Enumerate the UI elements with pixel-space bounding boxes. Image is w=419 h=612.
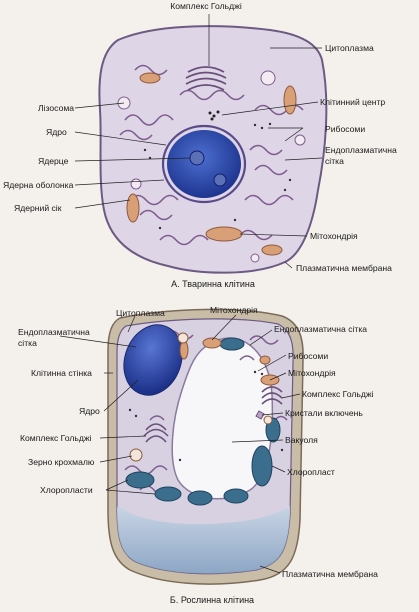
- nucleus-body: [167, 130, 241, 198]
- plant-golgi-left: [143, 423, 169, 443]
- chloroplast: [125, 471, 155, 489]
- animal-label-plasma-membrane: Плазматична мембрана: [296, 263, 392, 273]
- plant-cell: [107, 308, 304, 585]
- lysosome: [260, 70, 276, 86]
- chloroplast: [251, 445, 273, 487]
- animal-ribosomes: [143, 122, 292, 230]
- chloroplast: [219, 337, 245, 351]
- animal-label-er-line2: сітка: [325, 156, 344, 166]
- mitochondrion: [283, 85, 297, 115]
- mitochondrion: [202, 337, 222, 349]
- plant-ribosomes: [128, 370, 284, 462]
- animal-leader-lines: [74, 14, 323, 269]
- starch-grain: [263, 415, 273, 425]
- plant-label-er-left-line1: Ендоплазматична: [18, 327, 90, 337]
- plant-label-plasma-membrane: Плазматична мембрана: [282, 569, 378, 579]
- lysosome: [130, 178, 142, 190]
- mitochondrion: [179, 340, 189, 360]
- plant-nucleus: [123, 324, 183, 396]
- animal-label-cytoplasm: Цитоплазма: [325, 43, 374, 53]
- plant-golgi-right: [261, 386, 283, 405]
- animal-endoplasmic-reticulum: [119, 64, 304, 246]
- animal-label-nuclear-envelope: Ядерна оболонка: [3, 180, 74, 190]
- plant-label-vacuole: Вакуоля: [285, 435, 318, 445]
- nucleolus: [189, 150, 205, 166]
- plant-label-nucleus: Ядро: [79, 406, 100, 416]
- plant-label-golgi-left: Комплекс Гольджі: [20, 433, 92, 443]
- plant-label-cell-wall: Клітинна стінка: [31, 368, 92, 378]
- animal-cell-center: [208, 110, 220, 121]
- animal-nucleus: [161, 124, 247, 204]
- chloroplast: [223, 488, 249, 504]
- starch-grain: [177, 332, 189, 344]
- lysosome: [294, 134, 306, 146]
- animal-golgi-complex: [185, 66, 227, 91]
- animal-mitochondria-group: [126, 72, 297, 256]
- plant-bottom-region: [117, 505, 290, 574]
- animal-label-ribosomes: Рибосоми: [325, 124, 365, 134]
- plant-label-mitochondria-top: Мітохондрія: [210, 305, 258, 315]
- animal-caption: А. Тваринна клітина: [171, 279, 255, 289]
- animal-lysosomes: [117, 70, 306, 263]
- plant-caption: Б. Рослинна клітина: [170, 595, 254, 605]
- plant-label-starch: Зерно крохмалю: [28, 457, 95, 467]
- plant-label-golgi-right: Комплекс Гольджі: [302, 389, 374, 399]
- plant-label-chloroplast: Хлоропласт: [287, 467, 335, 477]
- animal-label-lysosome: Лізосома: [38, 103, 74, 113]
- animal-label-er-line1: Ендоплазматична: [325, 145, 397, 155]
- mitochondrion: [259, 355, 271, 365]
- animal-label-nuclear-sap: Ядерний сік: [14, 203, 62, 213]
- plant-nucleus-body: [123, 324, 183, 396]
- nuclear-envelope: [161, 124, 247, 204]
- animal-label-golgi: Комплекс Гольджі: [170, 1, 242, 11]
- animal-label-nucleolus: Ядерце: [38, 156, 69, 166]
- animal-label-nucleus: Ядро: [46, 127, 67, 137]
- plant-label-cytoplasm: Цитоплазма: [116, 308, 165, 318]
- animal-label-cell-center: Клітинний центр: [320, 97, 385, 107]
- plant-label-chloroplasts: Хлоропласти: [40, 485, 93, 495]
- nucleolus: [213, 173, 227, 187]
- animal-cell: [98, 25, 328, 274]
- animal-label-mitochondria: Мітохондрія: [310, 231, 358, 241]
- plant-label-er-right: Ендоплазматична сітка: [274, 324, 367, 334]
- mitochondrion: [126, 193, 140, 223]
- mitochondrion: [261, 244, 283, 256]
- plant-leader-lines: [59, 314, 301, 574]
- starch-grain: [129, 448, 143, 462]
- plant-label-ribosomes: Рибосоми: [288, 351, 328, 361]
- chloroplast: [187, 490, 213, 506]
- plant-crystals: [255, 410, 265, 420]
- mitochondrion: [139, 72, 161, 84]
- mitochondrion: [205, 226, 243, 242]
- lysosome: [250, 253, 260, 263]
- plant-label-mitochondria-right: Мітохондрія: [288, 368, 336, 378]
- plant-starch-grains: [129, 332, 273, 462]
- plant-label-crystals: Кристали включень: [285, 408, 363, 418]
- chloroplast: [154, 486, 182, 502]
- plant-label-er-left-line2: сітка: [18, 338, 37, 348]
